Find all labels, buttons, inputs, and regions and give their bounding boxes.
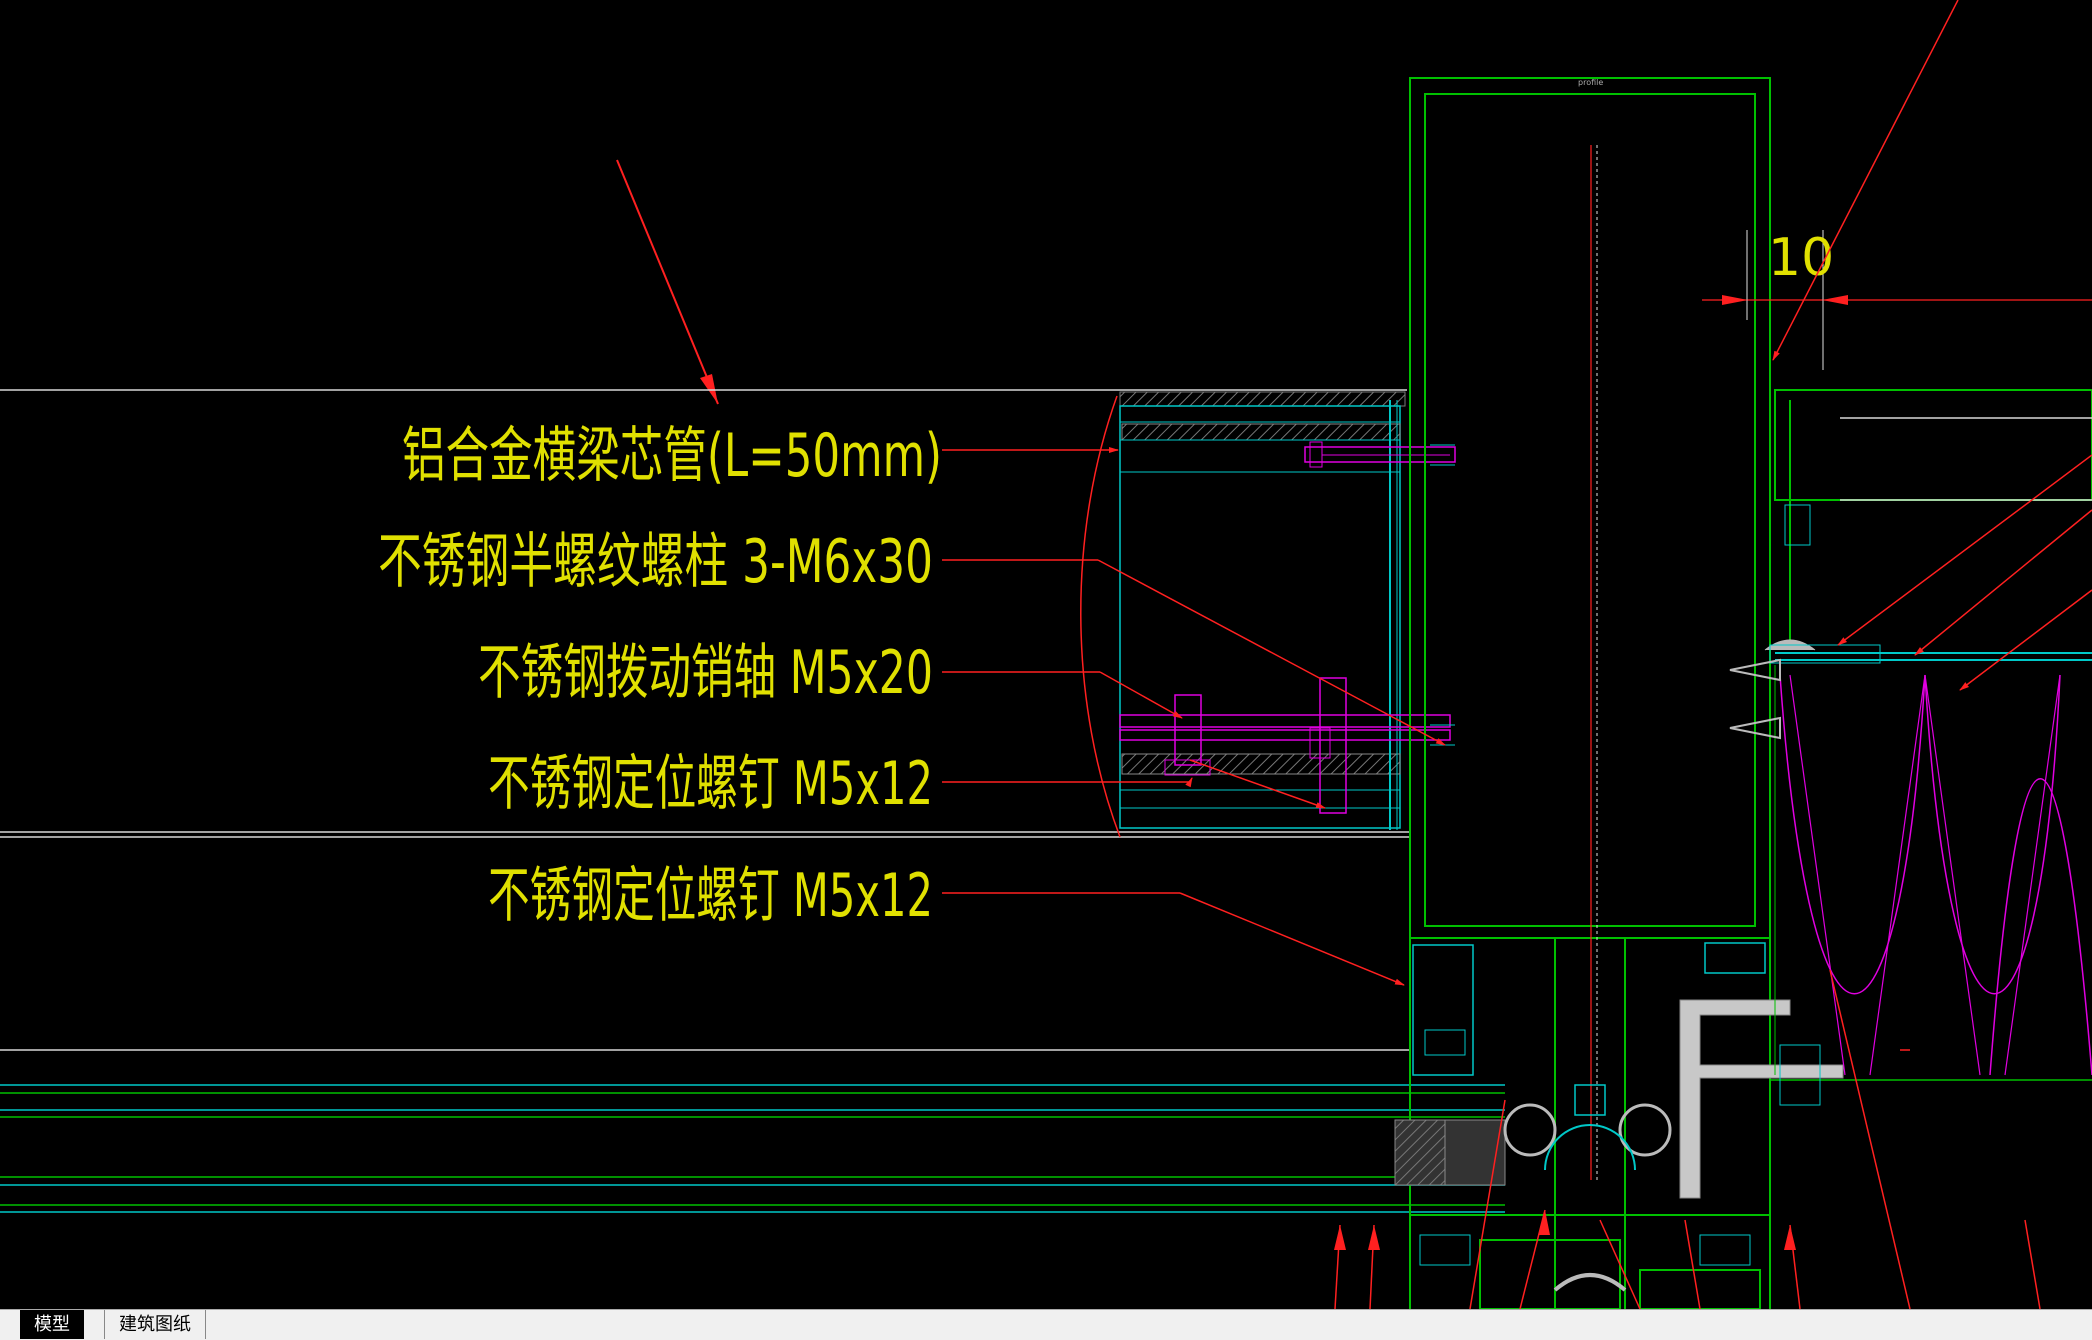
tab-model[interactable]: 模型 <box>20 1310 84 1339</box>
callout-arrow <box>616 159 719 405</box>
label-pin-shaft: 不锈钢拨动销轴 M5x20 <box>478 638 933 708</box>
annotations: 铝合金横梁芯管(L=50mm) 不锈钢半螺纹螺柱 3-M6x30 不锈钢拨动销轴… <box>378 421 942 931</box>
steel-angle <box>1679 999 1844 1199</box>
label-leaders <box>942 447 1446 986</box>
glass-lines-green <box>0 1092 1505 1206</box>
label-locating-screw-2: 不锈钢定位螺钉 M5x12 <box>488 861 933 931</box>
dimension-value: 10 <box>1768 228 1834 288</box>
label-locating-screw-1: 不锈钢定位螺钉 M5x12 <box>488 749 933 819</box>
profile-tag: profile <box>1578 78 1603 87</box>
layout-tab-bar: 模型 建筑图纸 <box>0 1309 2092 1340</box>
cad-drawing-canvas[interactable]: profile <box>0 0 2092 1309</box>
beam-lines <box>0 389 1410 1051</box>
tab-architectural-drawing[interactable]: 建筑图纸 <box>104 1310 206 1339</box>
label-half-thread-stud: 不锈钢半螺纹螺柱 3-M6x30 <box>378 527 933 597</box>
screws <box>1729 658 1781 740</box>
bottom-arrowheads <box>1334 1210 1796 1250</box>
core-tube-assembly <box>1119 391 1456 830</box>
insulation-panel <box>1764 417 2092 1106</box>
label-core-tube: 铝合金横梁芯管(L=50mm) <box>402 421 942 491</box>
detail-circle <box>1080 395 1121 838</box>
dimension-10: 10 <box>1702 228 2092 370</box>
glass-lines <box>0 1084 1505 1213</box>
gaskets <box>1394 942 1766 1292</box>
leaders-right <box>1334 0 2092 1309</box>
mullion-profile <box>1409 77 2092 1309</box>
